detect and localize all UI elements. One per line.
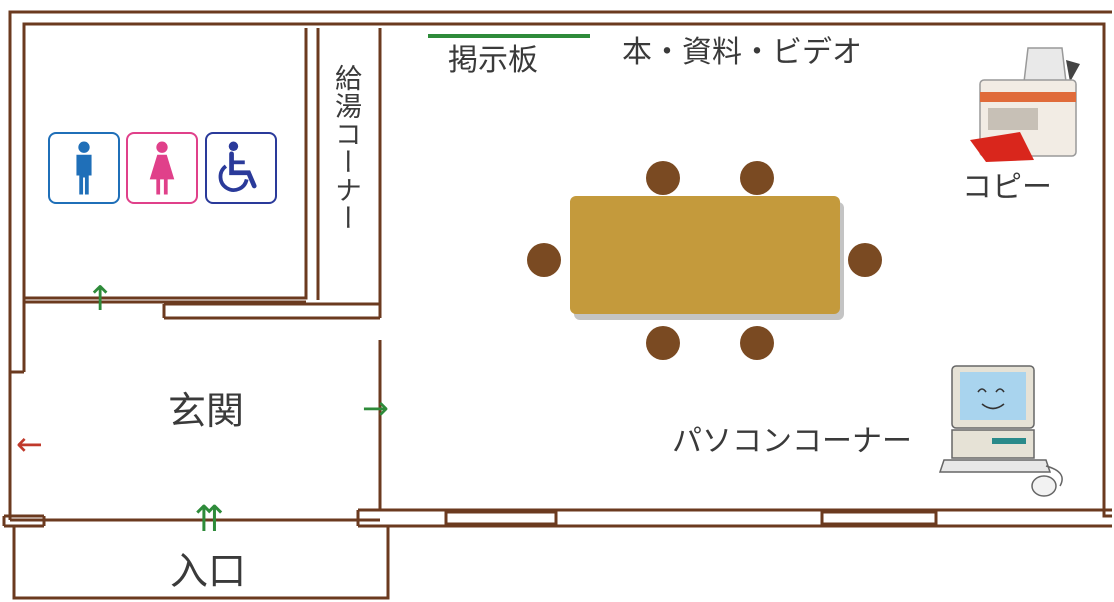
- chair: [740, 326, 774, 360]
- female-restroom-icon: [149, 141, 175, 195]
- male-restroom-icon: [76, 141, 92, 195]
- female-restroom-sign: [126, 132, 198, 204]
- meeting-table-icon: [527, 161, 882, 360]
- chair: [646, 161, 680, 195]
- bulletin-board-label: 掲示板: [448, 43, 538, 78]
- chair: [646, 326, 680, 360]
- arrow-up-from-entrance: ⇈: [194, 499, 225, 540]
- pc-corner-label: パソコンコーナー: [672, 424, 912, 459]
- entrance-label: 入口: [170, 549, 247, 593]
- arrow-left-exit: ←: [16, 425, 43, 463]
- accessible-restroom-sign: [205, 132, 277, 204]
- male-restroom-sign: [48, 132, 120, 204]
- kitchenette-label: 給湯コーナー: [330, 64, 361, 232]
- chair: [740, 161, 774, 195]
- entrance-hall-label: 玄関: [168, 389, 245, 433]
- copy-label: コピー: [962, 170, 1052, 205]
- books-area-label: 本・資料・ビデオ: [622, 35, 862, 70]
- computer-icon: [938, 365, 1063, 497]
- wheelchair-accessible-icon: [218, 141, 257, 192]
- copy-machine-icon: [970, 47, 1080, 162]
- walls: [2, 10, 1112, 600]
- chair: [848, 243, 882, 277]
- chair: [527, 243, 561, 277]
- arrow-up-to-restroom: ↑: [86, 279, 115, 319]
- arrow-right-to-main-room: →: [362, 389, 389, 427]
